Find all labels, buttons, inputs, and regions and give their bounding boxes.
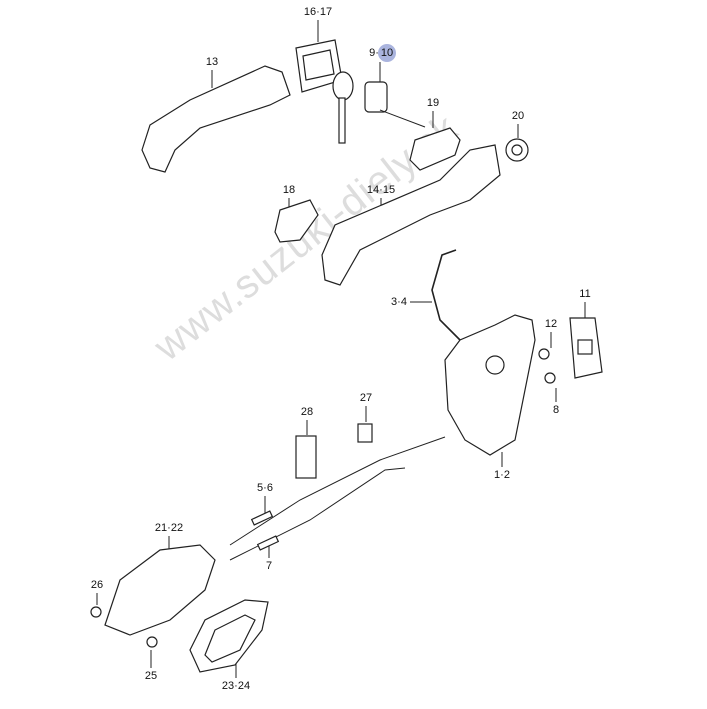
label-19[interactable]: 19: [426, 97, 440, 109]
part-outer-handle: [141, 65, 291, 173]
part-gasket: [409, 127, 461, 171]
label-12[interactable]: 12: [544, 318, 558, 330]
part-screw-26: [90, 606, 102, 618]
part-inner-handle: [104, 544, 216, 636]
label-11[interactable]: 11: [579, 288, 591, 300]
label-9[interactable]: 9·: [369, 47, 379, 59]
label-1-2[interactable]: 1·2: [494, 469, 510, 481]
part-grommet: [505, 138, 529, 162]
label-10[interactable]: 10: [380, 47, 394, 59]
label-13[interactable]: 13: [205, 56, 219, 68]
label-28[interactable]: 28: [300, 406, 314, 418]
part-handle-frame: [321, 144, 501, 286]
part-screw-8: [544, 372, 556, 384]
part-door-lock: [444, 314, 536, 456]
part-clip: [357, 423, 373, 443]
label-27[interactable]: 27: [359, 392, 373, 404]
part-cables: [229, 436, 446, 561]
part-screw-12: [538, 348, 550, 360]
label-23-24[interactable]: 23·24: [221, 680, 251, 692]
part-rod: [431, 249, 461, 341]
label-16-17[interactable]: 16·17: [303, 6, 333, 18]
part-pad-28: [295, 435, 317, 479]
label-18[interactable]: 18: [282, 184, 296, 196]
label-7[interactable]: 7: [265, 560, 273, 572]
leader-lines: [96, 20, 586, 678]
label-14-15[interactable]: 14·15: [366, 184, 396, 196]
label-26[interactable]: 26: [90, 579, 104, 591]
part-screw-25: [146, 636, 158, 648]
part-striker: [569, 317, 603, 379]
label-8[interactable]: 8: [552, 404, 560, 416]
part-pad: [274, 199, 319, 243]
label-25[interactable]: 25: [144, 670, 158, 682]
part-handle-cover: [295, 39, 343, 93]
label-3-4[interactable]: 3·4: [391, 296, 407, 308]
highlight-marker: [378, 44, 396, 62]
label-5-6[interactable]: 5·6: [257, 482, 273, 494]
part-key-cylinder: [332, 71, 426, 144]
label-20[interactable]: 20: [511, 110, 525, 122]
label-21-22[interactable]: 21·22: [154, 522, 184, 534]
